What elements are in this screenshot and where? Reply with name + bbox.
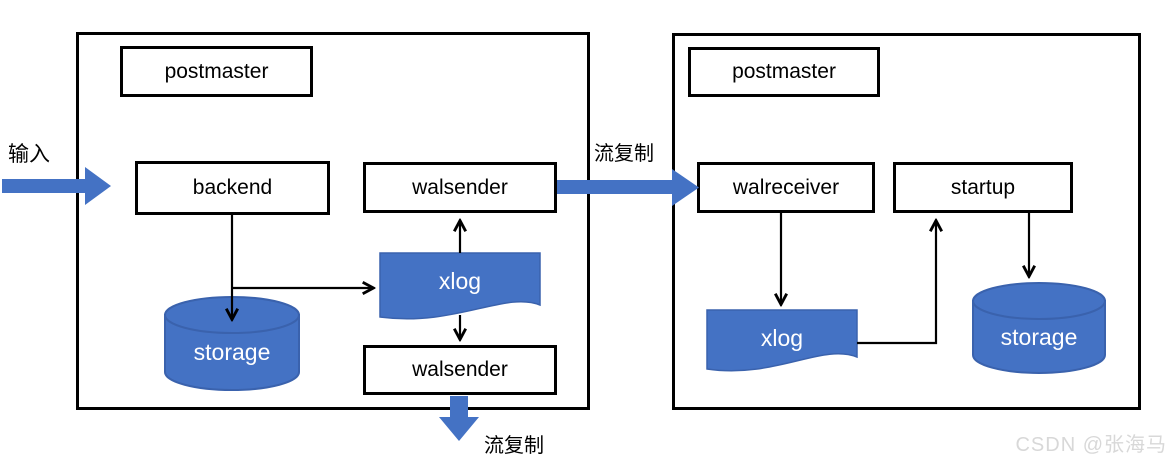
primary-postmaster-node: postmaster — [120, 46, 313, 97]
walsender-bottom-node: walsender — [363, 345, 557, 395]
stream-replication-bottom-label: 流复制 — [484, 435, 544, 457]
primary-server-box — [76, 32, 590, 410]
startup-node: startup — [893, 162, 1073, 213]
standby-xlog-label: xlog — [760, 324, 804, 351]
primary-storage-label: storage — [193, 338, 271, 365]
walsender-top-label: walsender — [412, 175, 508, 199]
watermark-text: CSDN @张海马 — [1015, 434, 1167, 456]
standby-postmaster-node: postmaster — [688, 47, 880, 97]
backend-label: backend — [192, 176, 273, 199]
standby-storage-label: storage — [1000, 323, 1078, 350]
standby-server-box — [672, 33, 1141, 410]
walsender-top-node: walsender — [363, 162, 557, 213]
backend-node: backend — [135, 161, 330, 215]
primary-postmaster-label: postmaster — [164, 59, 269, 83]
walreceiver-node: walreceiver — [697, 162, 875, 213]
walsender-bottom-label: walsender — [412, 358, 508, 381]
stream-replication-top-label: 流复制 — [594, 143, 654, 165]
input-label: 输入 — [8, 143, 50, 166]
primary-xlog-label: xlog — [438, 267, 482, 294]
standby-postmaster-label: postmaster — [732, 60, 836, 83]
walreceiver-label: walreceiver — [732, 175, 840, 199]
startup-label: startup — [950, 175, 1016, 199]
